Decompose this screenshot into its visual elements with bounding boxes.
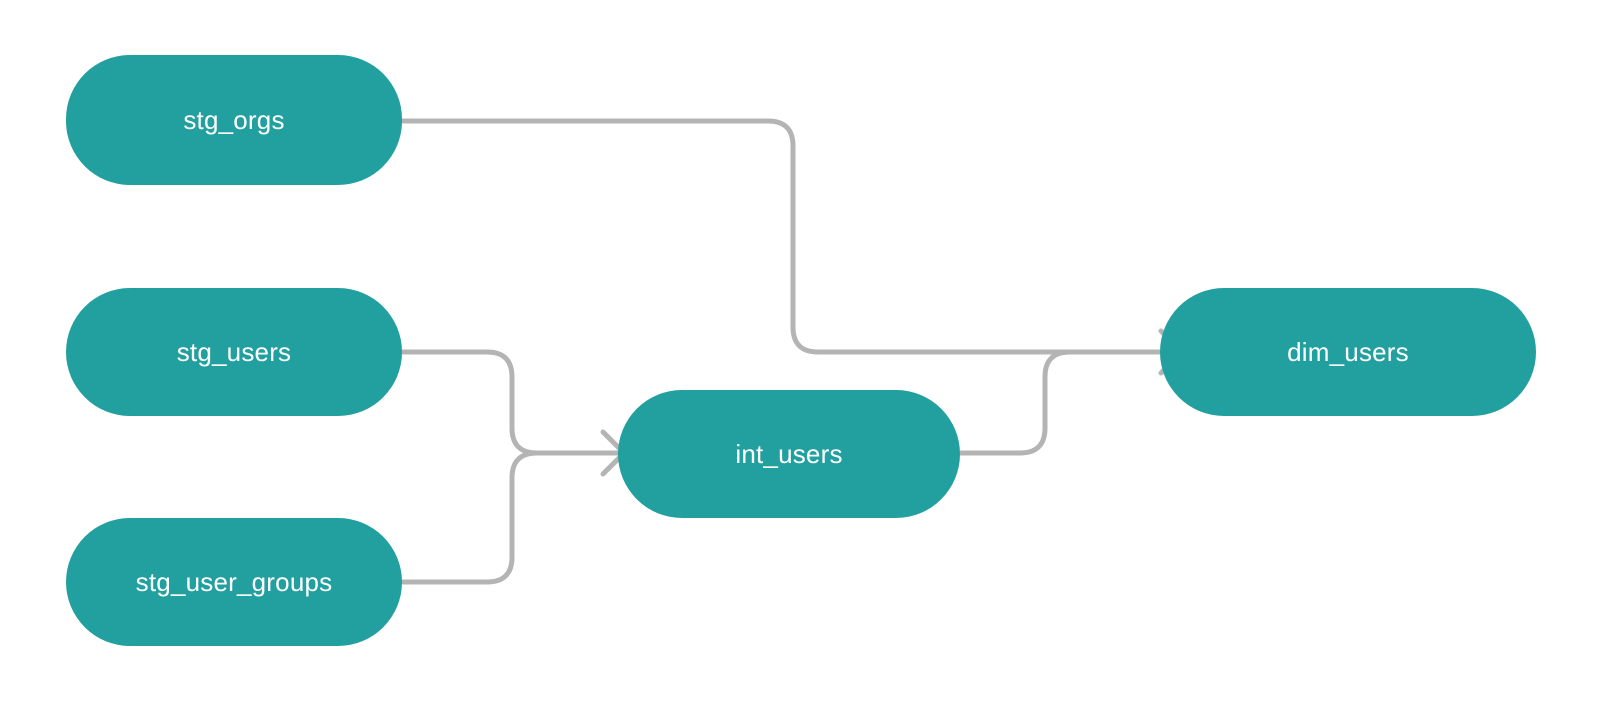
node-dim-users[interactable]: dim_users <box>1160 288 1536 416</box>
node-int-users[interactable]: int_users <box>618 390 960 518</box>
edge-int-users-to-dim-users <box>957 349 1183 456</box>
node-stg-orgs[interactable]: stg_orgs <box>66 55 402 185</box>
edge-stg-user-groups-to-int-users <box>400 450 625 585</box>
node-label: int_users <box>735 438 843 469</box>
node-label: dim_users <box>1287 336 1409 367</box>
node-label: stg_orgs <box>183 104 285 135</box>
edge-stg-users-to-int-users <box>400 349 625 456</box>
node-stg-user-groups[interactable]: stg_user_groups <box>66 518 402 646</box>
node-stg-users[interactable]: stg_users <box>66 288 402 416</box>
node-label: stg_users <box>176 336 292 367</box>
edge-stg-orgs-to-dim-users <box>400 118 1183 355</box>
node-label: stg_user_groups <box>135 566 333 597</box>
